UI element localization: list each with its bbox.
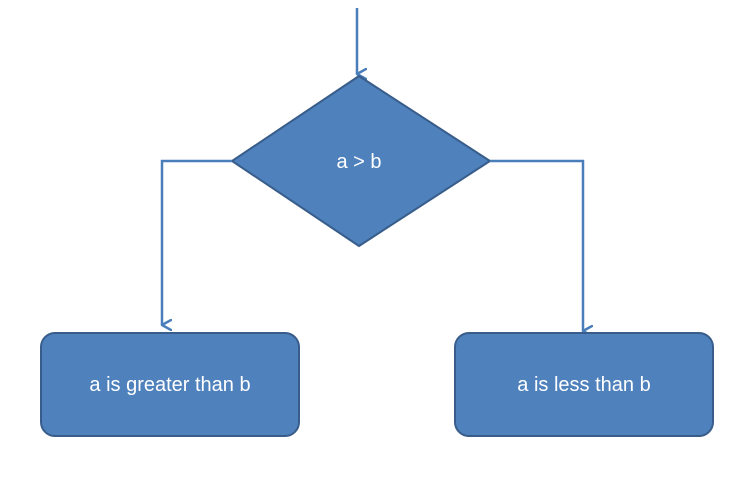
right-process-label: a is less than b (517, 374, 650, 396)
decision-label: a > b (336, 151, 381, 173)
left-process-label: a is greater than b (89, 374, 250, 396)
right-connector-arrow (490, 159, 583, 331)
right-process-box (454, 332, 714, 437)
decision-diamond (230, 74, 492, 248)
left-process-box (40, 332, 300, 437)
left-connector-arrow (160, 159, 232, 325)
